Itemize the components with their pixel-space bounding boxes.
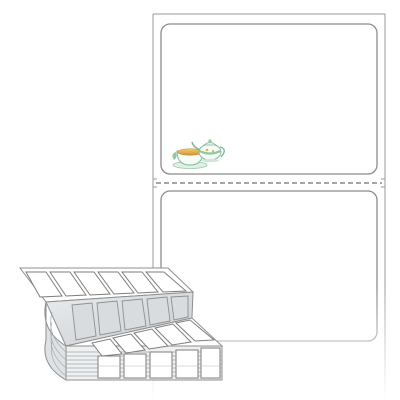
fanfold-top-layer [18,267,195,303]
fanfold-middle-fold [45,291,194,347]
fanfold-stack-body [44,301,224,381]
teapot-and-cup-illustration [172,139,225,169]
label-top [160,23,378,175]
fanfold-label-stack-icon [18,267,224,381]
